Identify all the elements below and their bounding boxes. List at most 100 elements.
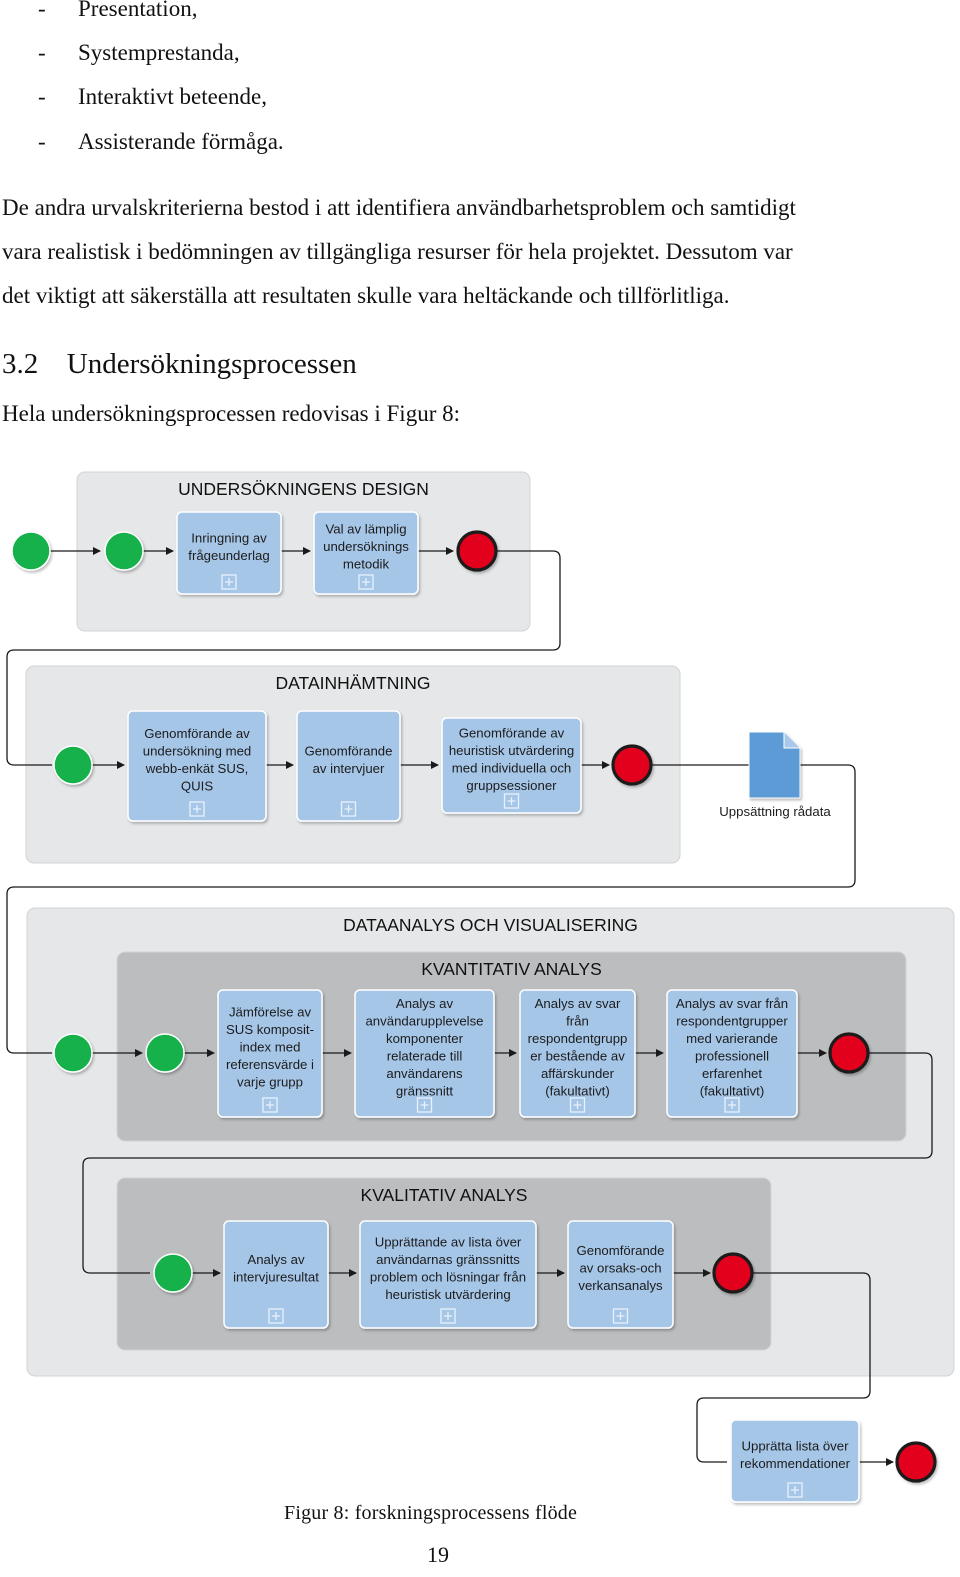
bullet-item: Assisterande förmåga. <box>78 129 284 154</box>
task-label: heuristisk utvärdering <box>385 1287 510 1302</box>
expand-marker-icon <box>503 793 520 809</box>
expand-marker-icon <box>221 574 237 590</box>
end-event <box>828 1032 870 1074</box>
sequence-flow-line <box>696 1272 871 1463</box>
bullet-item: Presentation, <box>78 0 198 21</box>
plus-icon <box>507 797 516 805</box>
task-label: frågeunderlag <box>188 548 269 563</box>
task-label: (fakultativt) <box>545 1083 610 1098</box>
expand-marker-icon <box>440 1308 456 1324</box>
task-box <box>666 989 798 1118</box>
task-label: Analys av <box>396 996 454 1011</box>
task-label: Genomförande av <box>459 725 565 740</box>
task-box <box>567 1220 674 1329</box>
task-box <box>519 989 636 1118</box>
task-box <box>217 989 323 1118</box>
plus-icon <box>420 1101 429 1109</box>
task-label: Analys av svar från <box>676 996 788 1011</box>
task-label: Genomförande <box>305 743 393 758</box>
task-label: respondentgrupper <box>676 1013 788 1028</box>
sequence-flow-line <box>6 550 561 766</box>
task-label: undersökning med <box>143 743 252 758</box>
page-number: 19 <box>427 1542 449 1567</box>
plus-icon <box>266 1101 274 1109</box>
task-label: Analys av svar <box>535 996 621 1011</box>
expand-marker-icon <box>416 1097 433 1113</box>
task-label: Inringning av <box>191 530 267 545</box>
expand-marker-icon <box>612 1308 629 1324</box>
task-label: Val av lämplig <box>325 522 406 537</box>
task-label: användarens <box>386 1066 463 1081</box>
bullet-marker: - <box>38 129 46 154</box>
plus-icon <box>225 578 233 586</box>
intro-text: Hela undersökningsprocessen redovisas i … <box>2 401 461 426</box>
task-label: Jämförelse av <box>229 1005 311 1020</box>
task-box <box>730 1419 860 1503</box>
document-fold-icon <box>783 732 800 749</box>
bullet-marker: - <box>38 84 46 109</box>
task-label: rekommendationer <box>740 1456 851 1471</box>
end-event <box>456 530 498 572</box>
plus-icon <box>616 1312 625 1320</box>
start-event <box>153 1253 193 1293</box>
task-box <box>176 511 282 595</box>
pool-collection-title: DATAINHÄMTNING <box>276 673 431 693</box>
task-box <box>441 717 582 814</box>
end-event <box>611 744 653 786</box>
task-label: användarnas gränssnitts <box>376 1252 520 1267</box>
start-event <box>53 745 93 785</box>
paragraph-line: De andra urvalskriterierna bestod i att … <box>2 195 796 220</box>
expand-marker-icon <box>569 1097 586 1113</box>
plus-icon <box>362 578 370 586</box>
task-label: varje grupp <box>237 1075 303 1090</box>
pool-analysis-title: DATAANALYS OCH VISUALISERING <box>343 915 638 935</box>
task-label: gränssnitt <box>396 1083 454 1098</box>
task-label: metodik <box>343 557 390 572</box>
task-label: av orsaks-och <box>579 1261 661 1276</box>
start-event <box>11 531 51 571</box>
task-box <box>359 1220 537 1329</box>
bullet-marker: - <box>38 40 46 65</box>
task-label: av intervjuer <box>313 761 385 776</box>
task-box <box>223 1220 329 1329</box>
task-label: verkansanalys <box>578 1278 663 1293</box>
section-title: Undersökningsprocessen <box>66 348 357 380</box>
task-label: respondentgrupp <box>528 1031 628 1046</box>
sequence-flow-line <box>6 764 856 1054</box>
expand-marker-icon <box>358 574 374 590</box>
plus-icon <box>444 1312 452 1320</box>
start-event <box>53 1033 93 1073</box>
end-event <box>712 1252 754 1294</box>
expand-marker-icon <box>262 1097 278 1113</box>
task-label: från <box>566 1013 589 1028</box>
task-label: problem och lösningar från <box>370 1269 526 1284</box>
task-box <box>127 710 267 822</box>
task-label: QUIS <box>181 778 213 793</box>
task-label: er bestående av <box>530 1048 625 1063</box>
task-label: intervjuresultat <box>233 1269 319 1284</box>
expand-marker-icon <box>787 1482 803 1498</box>
expand-marker-icon <box>268 1308 284 1324</box>
task-label: användarupplevelse <box>365 1013 483 1028</box>
task-label: webb-enkät SUS, <box>145 761 249 776</box>
bullet-item: Systemprestanda, <box>78 40 240 65</box>
task-label: referensvärde i <box>226 1057 314 1072</box>
task-label: med varierande <box>686 1031 778 1046</box>
plus-icon <box>193 805 201 813</box>
expand-marker-icon <box>189 801 205 817</box>
bullet-item: Interaktivt beteende, <box>78 84 268 109</box>
plus-icon <box>344 805 353 813</box>
task-box <box>354 989 495 1118</box>
sequence-flow-line <box>82 1052 933 1274</box>
start-event <box>104 531 144 571</box>
task-label: (fakultativt) <box>700 1083 765 1098</box>
figure-caption: Figur 8: forskningsprocessens flöde <box>284 1502 578 1524</box>
end-event <box>895 1441 937 1483</box>
task-label: Genomförande av <box>144 726 250 741</box>
task-label: affärskunder <box>541 1066 615 1081</box>
task-label: Upprätta lista över <box>741 1438 849 1453</box>
plus-icon <box>791 1486 799 1494</box>
bullet-marker: - <box>38 0 46 21</box>
document-label: Uppsättning rådata <box>719 804 831 819</box>
